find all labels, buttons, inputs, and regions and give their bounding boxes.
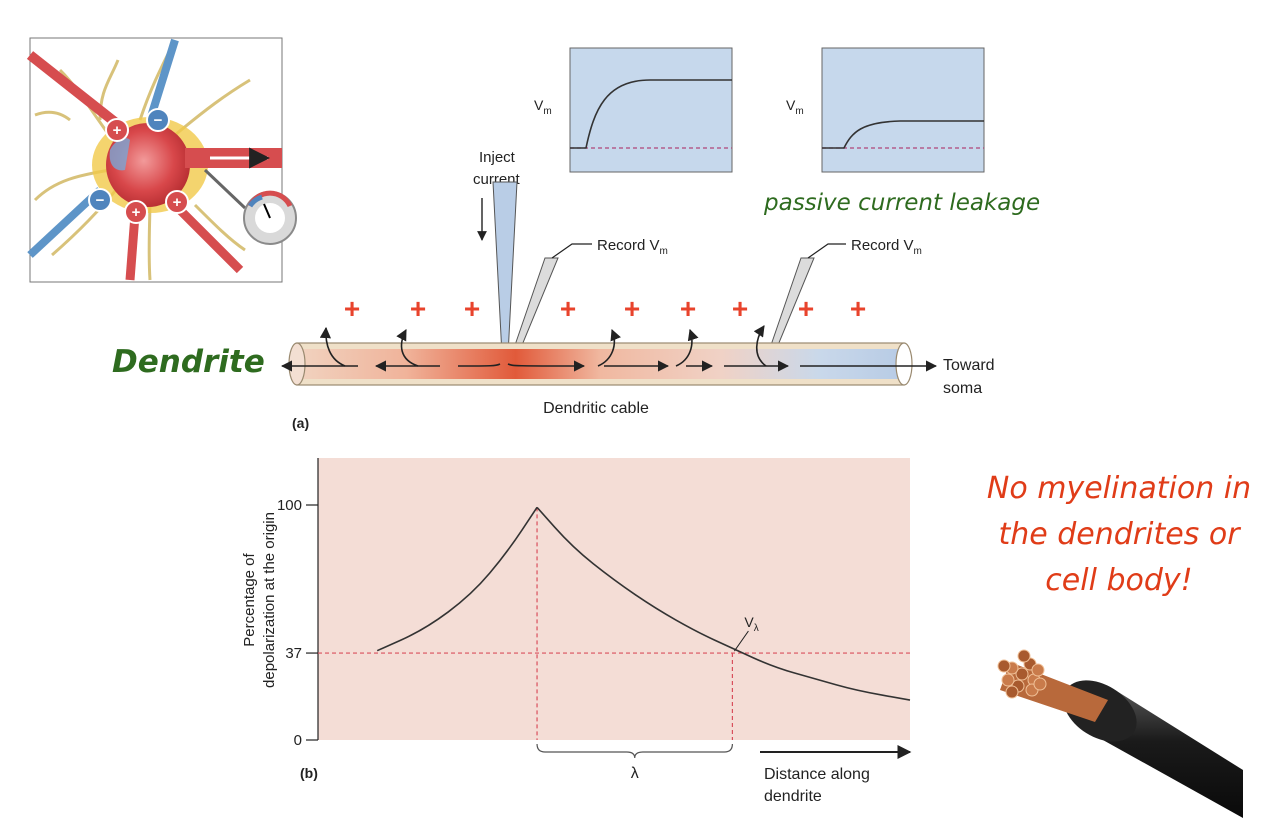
myelination-note-line2: the dendrites or	[998, 517, 1240, 552]
vm-label-2: Vm	[786, 97, 804, 117]
copper-cable-icon	[997, 649, 1243, 818]
dendrite-title: Dendrite	[112, 344, 265, 380]
charge-plus-2: +	[410, 293, 426, 324]
charge-plus-4: +	[560, 293, 576, 324]
synapse-plus-1	[105, 118, 129, 142]
y-tick-label-100: 100	[277, 497, 302, 514]
charge-plus-7: +	[732, 293, 748, 324]
panel-b-label: (b)	[300, 765, 318, 781]
plus-sign: +	[132, 204, 141, 221]
vm-trace-1	[570, 79, 732, 149]
plus-sign: +	[173, 194, 182, 211]
positive-charges: + + + + + + + + +	[344, 293, 866, 324]
charge-plus-8: +	[798, 293, 814, 324]
charge-plus-6: +	[680, 293, 696, 324]
charge-plus-3: +	[464, 293, 480, 324]
lambda-brace	[536, 743, 733, 759]
vm-trace-2	[822, 120, 984, 149]
myelination-note: No myelination in the dendrites or cell …	[960, 466, 1278, 604]
decay-curve-1	[376, 506, 538, 652]
synapse-plus-3	[165, 190, 189, 214]
plus-sign: +	[113, 122, 122, 139]
plot-area	[318, 458, 910, 740]
minus-sign: −	[154, 112, 163, 129]
inject-label-line1: Inject	[479, 149, 516, 166]
guide-lines	[318, 507, 910, 740]
myelination-note-line1: No myelination in	[986, 471, 1252, 506]
record-label-2: Record Vm	[851, 237, 922, 257]
decay-curves	[376, 506, 911, 701]
decay-curve-2	[536, 506, 911, 701]
toward-soma-line2: soma	[943, 380, 982, 397]
inject-electrode	[492, 181, 518, 356]
y-tick-label-0: 0	[294, 732, 302, 749]
lambda-label: λ	[631, 765, 639, 782]
v-lambda-pointer	[733, 630, 749, 652]
record-label-1: Record Vm	[597, 237, 668, 257]
neuron-illustration: + − − + +	[26, 37, 297, 283]
charge-plus-9: +	[850, 293, 866, 324]
y-ticks: 0 37 100	[277, 497, 318, 749]
charge-plus-5: +	[624, 293, 640, 324]
current-flow-arrows	[280, 325, 938, 372]
dendritic-cable-label: Dendritic cable	[543, 400, 649, 417]
vm-inset-1	[569, 47, 733, 173]
myelination-note-line3: cell body!	[1045, 563, 1193, 598]
v-lambda-label: Vλ	[744, 614, 758, 634]
synapse-minus-1	[146, 108, 170, 132]
toward-soma-line1: Toward	[943, 357, 995, 374]
voltmeter-icon	[243, 190, 297, 245]
vm-inset-2	[821, 47, 985, 173]
synapse-minus-2	[88, 188, 112, 212]
charge-plus-1: +	[344, 293, 360, 324]
synapse-plus-2	[124, 200, 148, 224]
record-electrode-1	[513, 257, 559, 351]
y-tick-label-37: 37	[285, 645, 302, 662]
minus-sign: −	[96, 192, 105, 209]
passive-leakage-note: passive current leakage	[764, 190, 1041, 216]
vm-label-1: Vm	[534, 97, 552, 117]
panel-a-label: (a)	[292, 415, 309, 431]
